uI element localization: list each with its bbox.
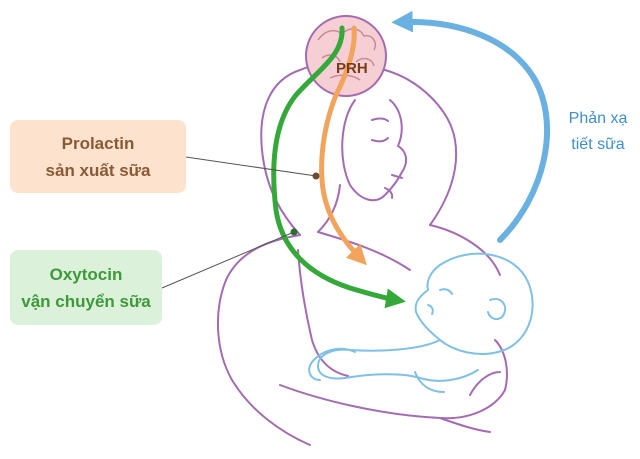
prolactin-title: Prolactin <box>62 130 135 157</box>
prh-label: PRH <box>336 60 368 77</box>
oxytocin-leader-dot <box>291 229 298 236</box>
reflex-label-line1: Phản xạ <box>556 106 640 132</box>
oxytocin-subtitle: vận chuyển sữa <box>21 288 150 315</box>
oxytocin-leader-line <box>162 232 294 288</box>
oxytocin-title: Oxytocin <box>50 261 123 288</box>
mother-figure <box>218 61 507 445</box>
prolactin-label-box: Prolactin sản xuất sữa <box>10 120 186 193</box>
prolactin-leader-dot <box>313 173 320 180</box>
reflex-label-line2: tiết sữa <box>556 132 640 158</box>
prolactin-leader-line <box>186 157 316 176</box>
oxytocin-label-box: Oxytocin vận chuyển sữa <box>10 250 162 325</box>
pituitary-gland <box>306 16 386 96</box>
reflex-arrow <box>402 22 547 240</box>
reflex-label: Phản xạ tiết sữa <box>556 106 640 158</box>
prolactin-subtitle: sản xuất sữa <box>46 157 151 184</box>
